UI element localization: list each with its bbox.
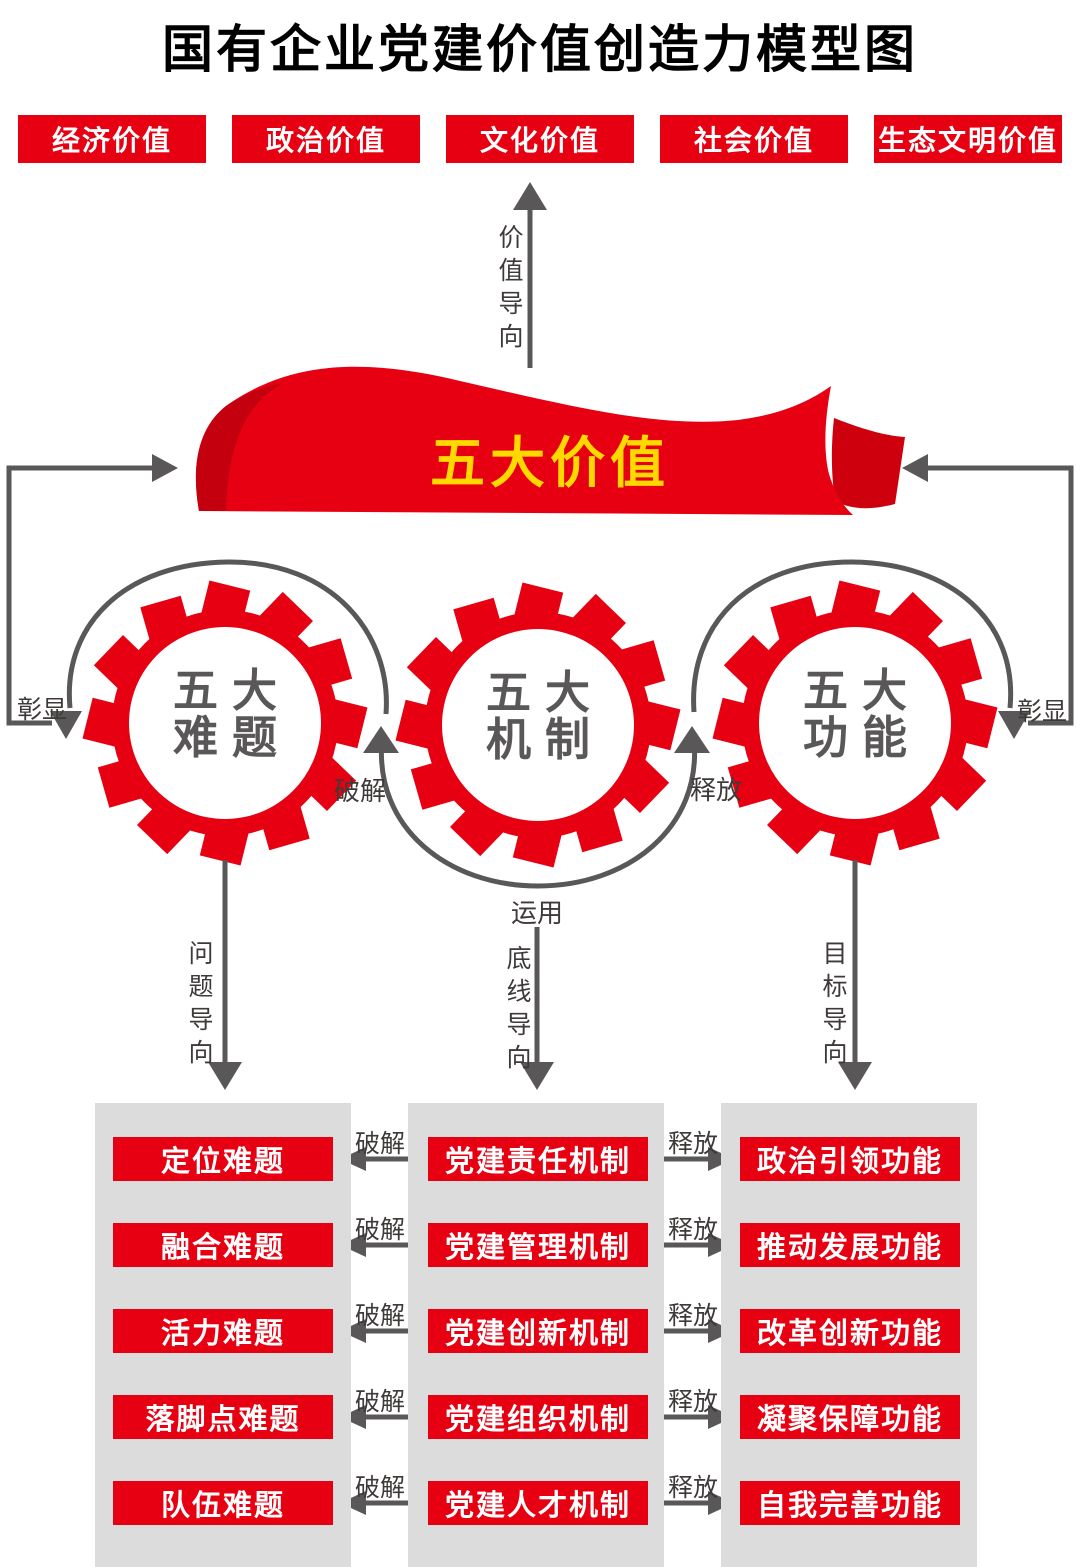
function-box: 政治引领功能 bbox=[740, 1137, 960, 1181]
problem-orientation-label: 问题导向 bbox=[185, 940, 213, 1072]
gear-mechanisms-line2: 机制 bbox=[485, 715, 604, 765]
bottomline-orientation-label: 底线导向 bbox=[503, 945, 531, 1077]
banner-label: 五大价值 bbox=[429, 433, 670, 494]
value-box-economic: 经济价值 bbox=[18, 115, 206, 163]
gear-problems-label: 五大 难题 bbox=[105, 668, 345, 762]
arrow-down-icon bbox=[208, 1062, 242, 1090]
function-box: 凝聚保障功能 bbox=[740, 1395, 960, 1439]
orientation-down-arrows bbox=[208, 860, 872, 1090]
gear-mechanisms-label: 五大 机制 bbox=[418, 670, 658, 764]
release-label: 释放 bbox=[667, 1388, 718, 1416]
arrow-up-icon bbox=[363, 726, 399, 753]
crack-label: 破解 bbox=[333, 776, 386, 806]
problem-box: 融合难题 bbox=[113, 1223, 333, 1267]
mechanism-box: 党建管理机制 bbox=[428, 1223, 648, 1267]
ribbon-body bbox=[195, 366, 854, 515]
arrow-up-icon bbox=[674, 726, 710, 753]
arrow-up-icon bbox=[513, 182, 547, 210]
release-label: 释放 bbox=[667, 1216, 718, 1244]
value-orientation-label: 价值导向 bbox=[495, 224, 523, 356]
manifest-label-right: 彰显 bbox=[1016, 698, 1067, 726]
arrow-down-icon bbox=[838, 1062, 872, 1090]
left-manifest-connector bbox=[6, 454, 389, 739]
value-box-social: 社会价值 bbox=[660, 115, 848, 163]
value-box-ecological: 生态文明价值 bbox=[874, 115, 1062, 163]
mechanism-box: 党建创新机制 bbox=[428, 1309, 648, 1353]
arrow-right-icon bbox=[152, 454, 178, 482]
apply-arc bbox=[363, 726, 710, 889]
arrow-left-icon bbox=[902, 454, 928, 482]
release-label: 释放 bbox=[667, 1474, 718, 1502]
function-box: 自我完善功能 bbox=[740, 1481, 960, 1525]
mechanism-box: 党建人才机制 bbox=[428, 1481, 648, 1525]
crack-label: 破解 bbox=[354, 1130, 405, 1158]
crack-label: 破解 bbox=[354, 1216, 405, 1244]
gear-functions-line2: 功能 bbox=[802, 713, 921, 763]
mechanism-box: 党建组织机制 bbox=[428, 1395, 648, 1439]
function-box: 改革创新功能 bbox=[740, 1309, 960, 1353]
value-box-political: 政治价值 bbox=[232, 115, 420, 163]
right-manifest-connector bbox=[691, 454, 1074, 739]
manifest-label-left: 彰显 bbox=[16, 696, 67, 724]
gear-mechanisms-line1: 五大 bbox=[485, 668, 604, 718]
gear-functions-line1: 五大 bbox=[802, 666, 921, 716]
arrow-down-icon bbox=[50, 711, 82, 739]
goal-orientation-label: 目标导向 bbox=[819, 940, 847, 1072]
ribbon-left-shade bbox=[195, 383, 283, 511]
apply-label: 运用 bbox=[510, 898, 563, 928]
release-label: 释放 bbox=[667, 1130, 718, 1158]
problem-box: 队伍难题 bbox=[113, 1481, 333, 1525]
crack-label: 破解 bbox=[354, 1474, 405, 1502]
mechanism-box: 党建责任机制 bbox=[428, 1137, 648, 1181]
release-label: 释放 bbox=[667, 1302, 718, 1330]
ribbon-tail bbox=[831, 418, 905, 509]
page-title: 国有企业党建价值创造力模型图 bbox=[161, 23, 918, 79]
crack-label: 破解 bbox=[354, 1302, 405, 1330]
problem-box: 活力难题 bbox=[113, 1309, 333, 1353]
arrow-down-icon bbox=[998, 711, 1030, 739]
gear-problems-line1: 五大 bbox=[172, 666, 291, 716]
value-orientation-arrow bbox=[513, 182, 547, 368]
release-label: 释放 bbox=[689, 775, 742, 805]
gear-functions-label: 五大 功能 bbox=[735, 668, 975, 762]
gear-problems-line2: 难题 bbox=[172, 713, 291, 763]
arc-over-functions-gear bbox=[691, 559, 1014, 713]
problem-box: 落脚点难题 bbox=[113, 1395, 333, 1439]
arc-over-problems-gear bbox=[66, 559, 389, 715]
crack-label: 破解 bbox=[354, 1388, 405, 1416]
ribbon-banner bbox=[195, 366, 905, 515]
value-box-cultural: 文化价值 bbox=[446, 115, 634, 163]
function-box: 推动发展功能 bbox=[740, 1223, 960, 1267]
arrow-down-icon bbox=[520, 1062, 554, 1090]
problem-box: 定位难题 bbox=[113, 1137, 333, 1181]
